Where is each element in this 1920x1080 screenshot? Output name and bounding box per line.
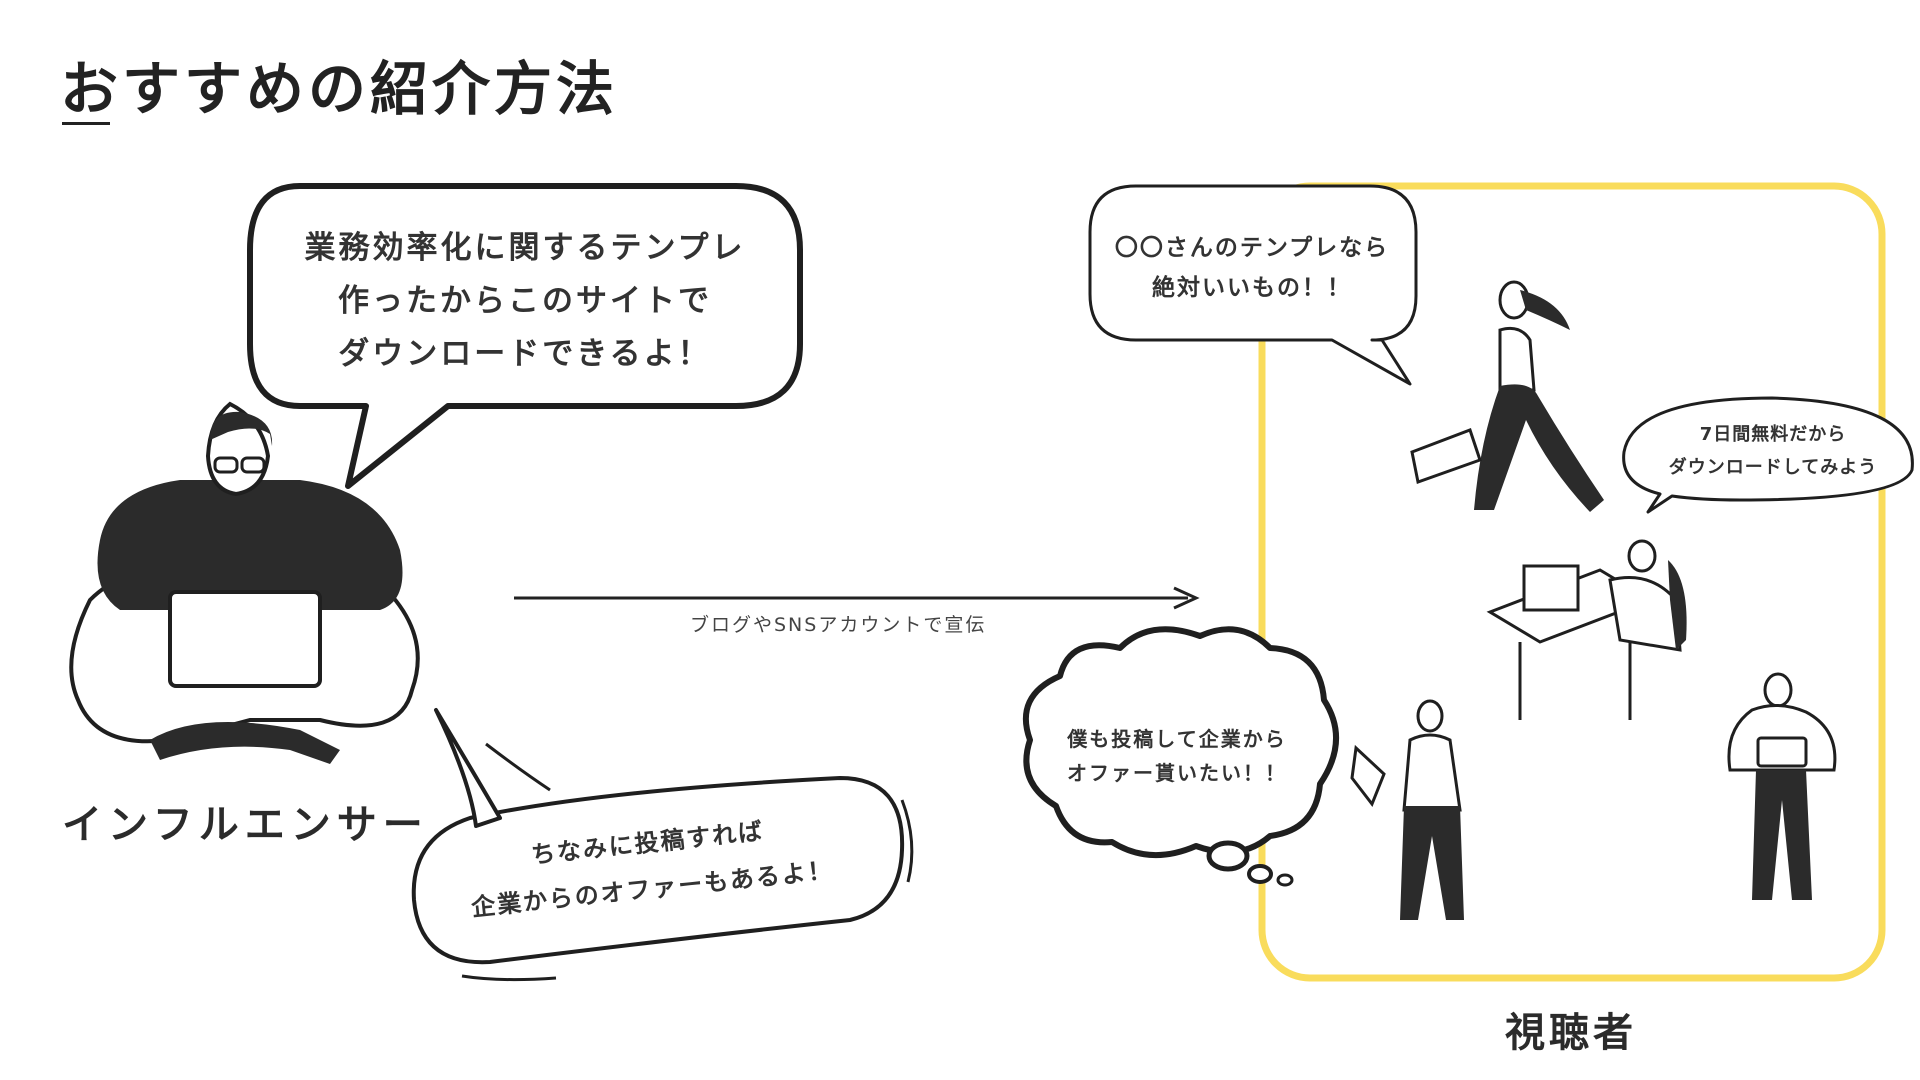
viewer-label: 視聴者 — [1505, 1010, 1637, 1056]
speech-bubble-main — [247, 183, 803, 489]
flow-arrow-label: ブログやSNSアカウントで宣伝 — [690, 614, 987, 636]
title-underline — [62, 122, 110, 125]
influencer-speech-line: ダウンロードできるよ！ — [338, 336, 712, 372]
thought-cloud — [1022, 626, 1339, 858]
note-sketch-line-bottom — [461, 974, 557, 982]
friend-speech-line: 〇〇さんのテンプレなら — [1114, 235, 1390, 261]
thought-text: 僕も投稿して企業から オファー貰いたい！！ — [1032, 722, 1322, 790]
free-trial-speech-line: 7日間無料だから — [1699, 424, 1847, 445]
thought-dot-small — [1276, 873, 1294, 887]
viewer-frame — [1258, 182, 1886, 982]
friend-speech-line: 絶対いいもの！！ — [1152, 275, 1352, 301]
friend-speech-text: 〇〇さんのテンプレなら 絶対いいもの！！ — [1092, 228, 1412, 308]
free-trial-speech-line: ダウンロードしてみよう — [1668, 457, 1878, 478]
influencer-speech-line: 作ったからこのサイトで — [338, 283, 712, 319]
influencer-speech-line: 業務効率化に関するテンプレ — [304, 230, 746, 266]
speech-bubble-friend — [1088, 184, 1418, 386]
note-bubble-tail — [434, 708, 502, 828]
speech-bubble-free — [1622, 396, 1914, 514]
standing-man-tablet-illustration — [1727, 672, 1837, 900]
thought-dot-large — [1206, 840, 1250, 872]
note-bubble — [411, 776, 905, 965]
note-sketch-line-top — [485, 742, 551, 792]
influencer-label: インフルエンサー — [62, 802, 429, 848]
walking-woman-illustration — [1410, 280, 1604, 512]
influencer-illustration — [69, 401, 420, 764]
free-trial-speech-text: 7日間無料だから ダウンロードしてみよう — [1628, 418, 1918, 484]
thought-line: オファー貰いたい！！ — [1067, 761, 1287, 785]
page-title: おすすめの紹介方法 — [60, 55, 619, 123]
thought-dot-medium — [1247, 864, 1273, 884]
desk-worker-illustration — [1486, 539, 1687, 720]
influencer-speech-text: 業務効率化に関するテンプレ 作ったからこのサイトで ダウンロードできるよ！ — [255, 222, 795, 381]
thought-line: 僕も投稿して企業から — [1067, 727, 1287, 751]
note-sketch-line-right — [900, 799, 914, 883]
standing-man-laptop-illustration — [1350, 699, 1464, 920]
flow-arrow-head — [1173, 586, 1200, 610]
